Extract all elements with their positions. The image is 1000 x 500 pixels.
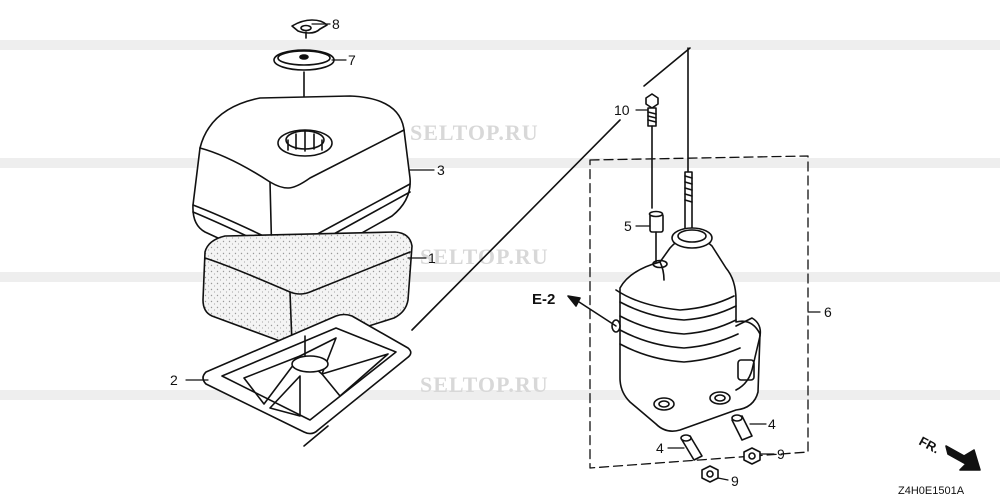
cover-disc-part-7 [273, 49, 335, 71]
wing-nut-part-8 [291, 19, 328, 39]
rubber-tube-part-4-left [680, 434, 703, 461]
reference-arrow-line [575, 299, 617, 327]
front-direction-label: FR. [917, 433, 943, 456]
stud-rod [684, 47, 693, 233]
nut-part-9-right [743, 447, 761, 465]
collar-part-5 [648, 210, 664, 233]
callout-8: 8 [332, 16, 340, 32]
reference-arrow-head [567, 295, 581, 307]
reference-label-e2: E-2 [532, 291, 555, 308]
callout-4-right: 4 [768, 416, 776, 432]
rubber-tube-part-4-right [731, 414, 753, 441]
callout-7: 7 [348, 52, 356, 68]
front-direction-arrow [945, 445, 981, 471]
top-leader-stub [643, 47, 691, 87]
leader-part-10 [411, 119, 621, 331]
callout-9-right: 9 [777, 446, 785, 462]
callout-5: 5 [624, 218, 632, 234]
assembly-bracket-part-6 [589, 155, 809, 469]
watermark-3: SELTOP.RU [420, 372, 549, 397]
background-watermark-strips [0, 40, 1000, 400]
nut-part-9-left [701, 465, 719, 483]
foam-element-part-1 [202, 231, 413, 347]
callout-2: 2 [170, 372, 178, 388]
callout-4-left: 4 [656, 440, 664, 456]
callout-1: 1 [428, 250, 436, 266]
diagram-code: Z4H0E1501A [898, 485, 965, 497]
watermark-1: SELTOP.RU [410, 120, 539, 145]
bottom-leader-stub [303, 425, 329, 447]
air-cleaner-base-part-6 [611, 227, 762, 432]
grid-plate-part-2 [202, 313, 412, 435]
callout-3: 3 [437, 162, 445, 178]
callout-6: 6 [824, 304, 832, 320]
callout-leaders [185, 23, 821, 481]
callout-10: 10 [614, 102, 630, 118]
callout-9-left: 9 [731, 473, 739, 489]
